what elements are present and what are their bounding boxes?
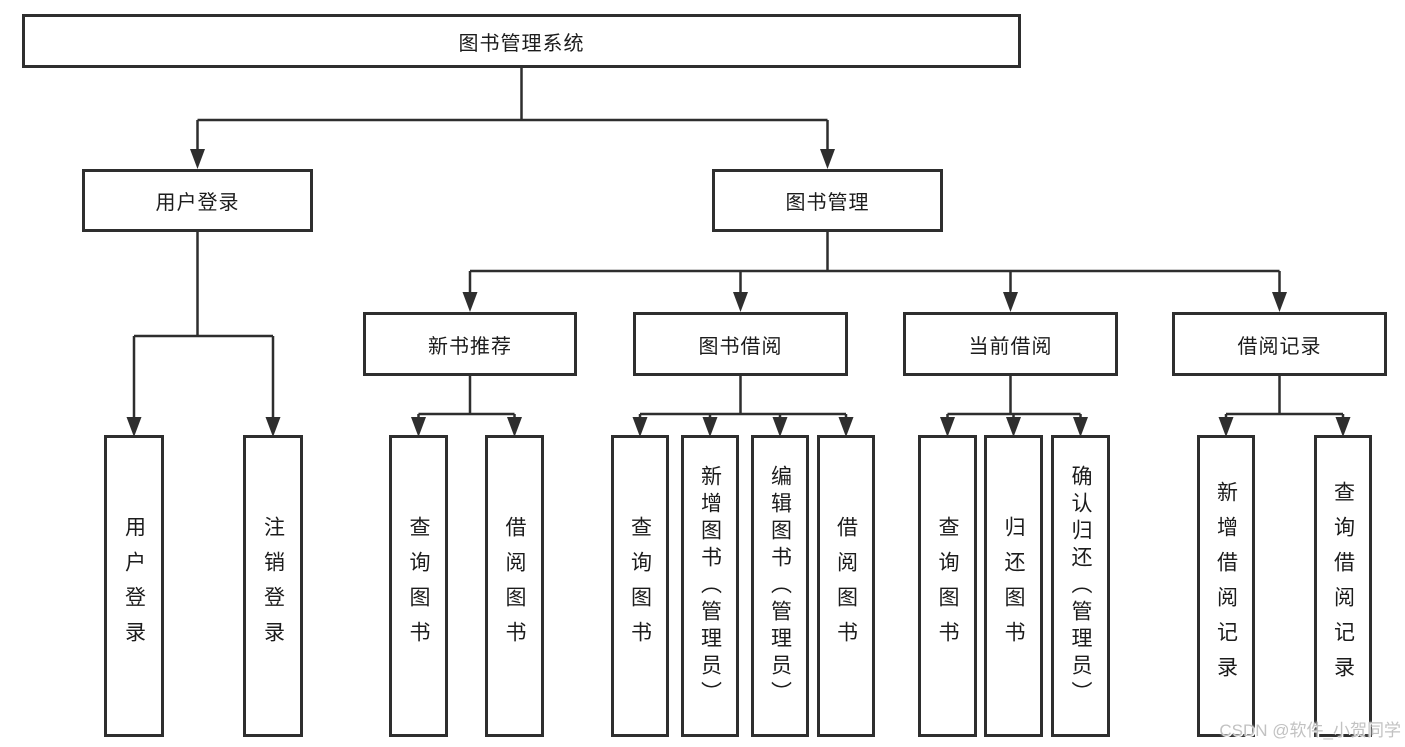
arrowhead xyxy=(1335,417,1351,437)
node-new-book-rec: 新书推荐 xyxy=(363,312,577,376)
leaf-borrow-book-newrec: 借阅图书 xyxy=(485,435,544,737)
arrowhead xyxy=(1003,292,1018,312)
arrowhead xyxy=(462,292,478,312)
leaf-label: 编辑图书（管理员） xyxy=(768,464,792,708)
connector-book-mgmt-branch xyxy=(462,232,1287,312)
node-current-borrow-label: 当前借阅 xyxy=(968,335,1053,358)
arrowhead xyxy=(507,417,522,437)
leaf-label: 注销登录 xyxy=(261,516,285,656)
leaf-user-login: 用户登录 xyxy=(104,435,164,737)
arrowhead xyxy=(820,149,835,169)
arrowhead xyxy=(940,417,955,437)
arrowhead xyxy=(702,417,718,437)
leaf-label: 查询图书 xyxy=(407,516,430,656)
leaf-query-borrow-record: 查询借阅记录 xyxy=(1314,435,1372,737)
leaf-label: 查询图书 xyxy=(628,516,652,656)
arrowhead xyxy=(772,417,788,437)
node-root: 图书管理系统 xyxy=(22,14,1021,68)
connector-user-login-branch xyxy=(126,232,281,437)
connector-book-borrow-branch xyxy=(632,376,854,437)
leaf-borrow-book: 借阅图书 xyxy=(817,435,875,737)
leaf-label: 查询借阅记录 xyxy=(1331,481,1355,691)
connector-current-borrow-branch xyxy=(940,376,1088,437)
leaf-label: 用户登录 xyxy=(122,516,146,656)
leaf-label: 归还图书 xyxy=(1002,516,1025,656)
arrowhead xyxy=(838,417,854,437)
node-book-mgmt-label: 图书管理 xyxy=(785,192,870,214)
leaf-label: 借阅图书 xyxy=(503,516,526,656)
arrowhead xyxy=(265,417,281,437)
node-root-label: 图书管理系统 xyxy=(458,32,585,55)
leaf-query-book-borrow: 查询图书 xyxy=(611,435,669,737)
leaf-label: 新增图书（管理员） xyxy=(698,464,722,708)
leaf-label: 借阅图书 xyxy=(834,516,858,656)
node-borrow-records-label: 借阅记录 xyxy=(1237,335,1322,358)
node-book-borrow: 图书借阅 xyxy=(633,312,848,376)
leaf-label: 确认归还（管理员） xyxy=(1069,464,1092,708)
csdn-watermark: CSDN @软件_小贺同学 xyxy=(1219,721,1401,740)
connector-borrow-records-branch xyxy=(1218,376,1351,437)
node-user-login: 用户登录 xyxy=(82,169,313,232)
node-borrow-records: 借阅记录 xyxy=(1172,312,1387,376)
arrowhead xyxy=(190,149,205,169)
arrowhead xyxy=(632,417,648,437)
leaf-query-book-current: 查询图书 xyxy=(918,435,977,737)
arrowhead xyxy=(1272,292,1287,312)
arrowhead xyxy=(733,292,748,312)
leaf-confirm-return-admin: 确认归还（管理员） xyxy=(1051,435,1110,737)
leaf-label: 新增借阅记录 xyxy=(1214,481,1238,691)
arrowhead xyxy=(1006,417,1021,437)
arrowhead xyxy=(411,417,426,437)
arrowhead xyxy=(1218,417,1234,437)
leaf-logout: 注销登录 xyxy=(243,435,303,737)
node-user-login-label: 用户登录 xyxy=(155,192,240,214)
leaf-add-borrow-record: 新增借阅记录 xyxy=(1197,435,1255,737)
node-current-borrow: 当前借阅 xyxy=(903,312,1118,376)
arrowhead xyxy=(126,417,142,437)
leaf-return-book: 归还图书 xyxy=(984,435,1043,737)
node-new-book-rec-label: 新书推荐 xyxy=(428,335,512,358)
arrowhead xyxy=(1073,417,1088,437)
node-book-mgmt: 图书管理 xyxy=(712,169,943,232)
node-book-borrow-label: 图书借阅 xyxy=(698,335,783,358)
leaf-label: 查询图书 xyxy=(936,516,959,656)
leaf-add-book-admin: 新增图书（管理员） xyxy=(681,435,739,737)
leaf-query-book-newrec: 查询图书 xyxy=(389,435,448,737)
connector-new-book-branch xyxy=(411,376,522,437)
leaf-edit-book-admin: 编辑图书（管理员） xyxy=(751,435,809,737)
connector-root-branch xyxy=(190,68,835,169)
